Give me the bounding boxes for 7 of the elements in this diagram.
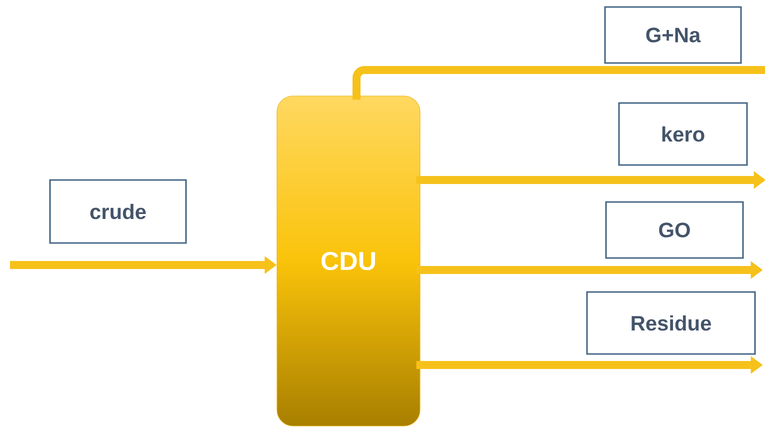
label-box: GO <box>605 201 744 259</box>
column-vessel: CDU <box>276 96 420 426</box>
flow-line <box>352 66 765 100</box>
label-box: crude <box>49 179 187 244</box>
label-box: Residue <box>586 291 756 355</box>
label-box: G+Na <box>604 6 742 64</box>
label-box: kero <box>618 102 748 166</box>
